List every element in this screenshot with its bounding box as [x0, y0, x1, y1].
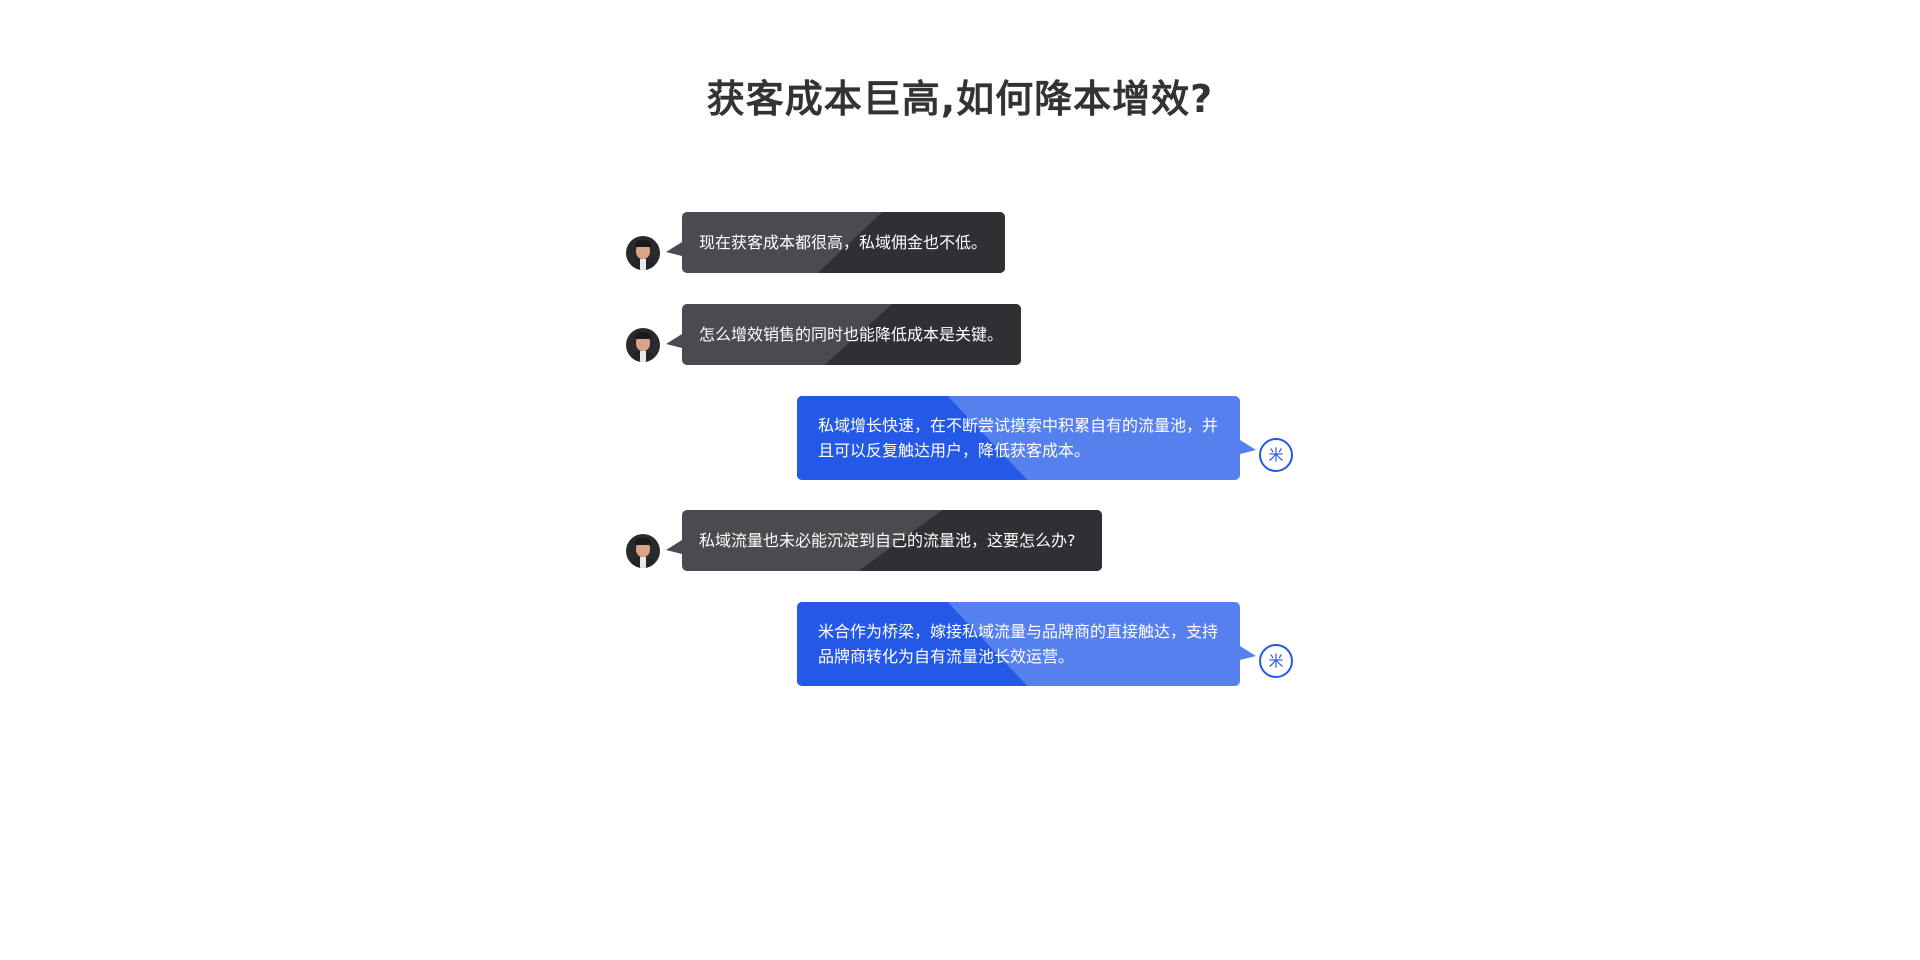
message-text: 私域增长快速，在不断尝试摸索中积累自有的流量池，并且可以反复触达用户，降低获客成… [818, 416, 1219, 460]
chat-bubble-user: 现在获客成本都很高，私域佣金也不低。 [666, 212, 1005, 273]
user-avatar [626, 236, 660, 270]
user-avatar [626, 328, 660, 362]
message-text: 现在获客成本都很高，私域佣金也不低。 [699, 233, 988, 252]
chat-bubble-user: 私域流量也未必能沉淀到自己的流量池，这要怎么办? [666, 510, 1102, 571]
chat-bubble-user: 怎么增效销售的同时也能降低成本是关键。 [666, 304, 1021, 365]
brand-avatar-icon: 米 [1259, 438, 1293, 472]
page-title: 获客成本巨高,如何降本增效? [706, 77, 1214, 121]
user-avatar [626, 534, 660, 568]
brand-avatar-icon: 米 [1259, 644, 1293, 678]
message-text: 私域流量也未必能沉淀到自己的流量池，这要怎么办? [699, 531, 1076, 550]
chat-bubble-brand: 私域增长快速，在不断尝试摸索中积累自有的流量池，并且可以反复触达用户，降低获客成… [797, 396, 1256, 480]
message-text: 米合作为桥梁，嫁接私域流量与品牌商的直接触达，支持品牌商转化为自有流量池长效运营… [818, 622, 1219, 666]
message-text: 怎么增效销售的同时也能降低成本是关键。 [699, 325, 1004, 344]
chat-bubble-brand: 米合作为桥梁，嫁接私域流量与品牌商的直接触达，支持品牌商转化为自有流量池长效运营… [797, 602, 1256, 686]
